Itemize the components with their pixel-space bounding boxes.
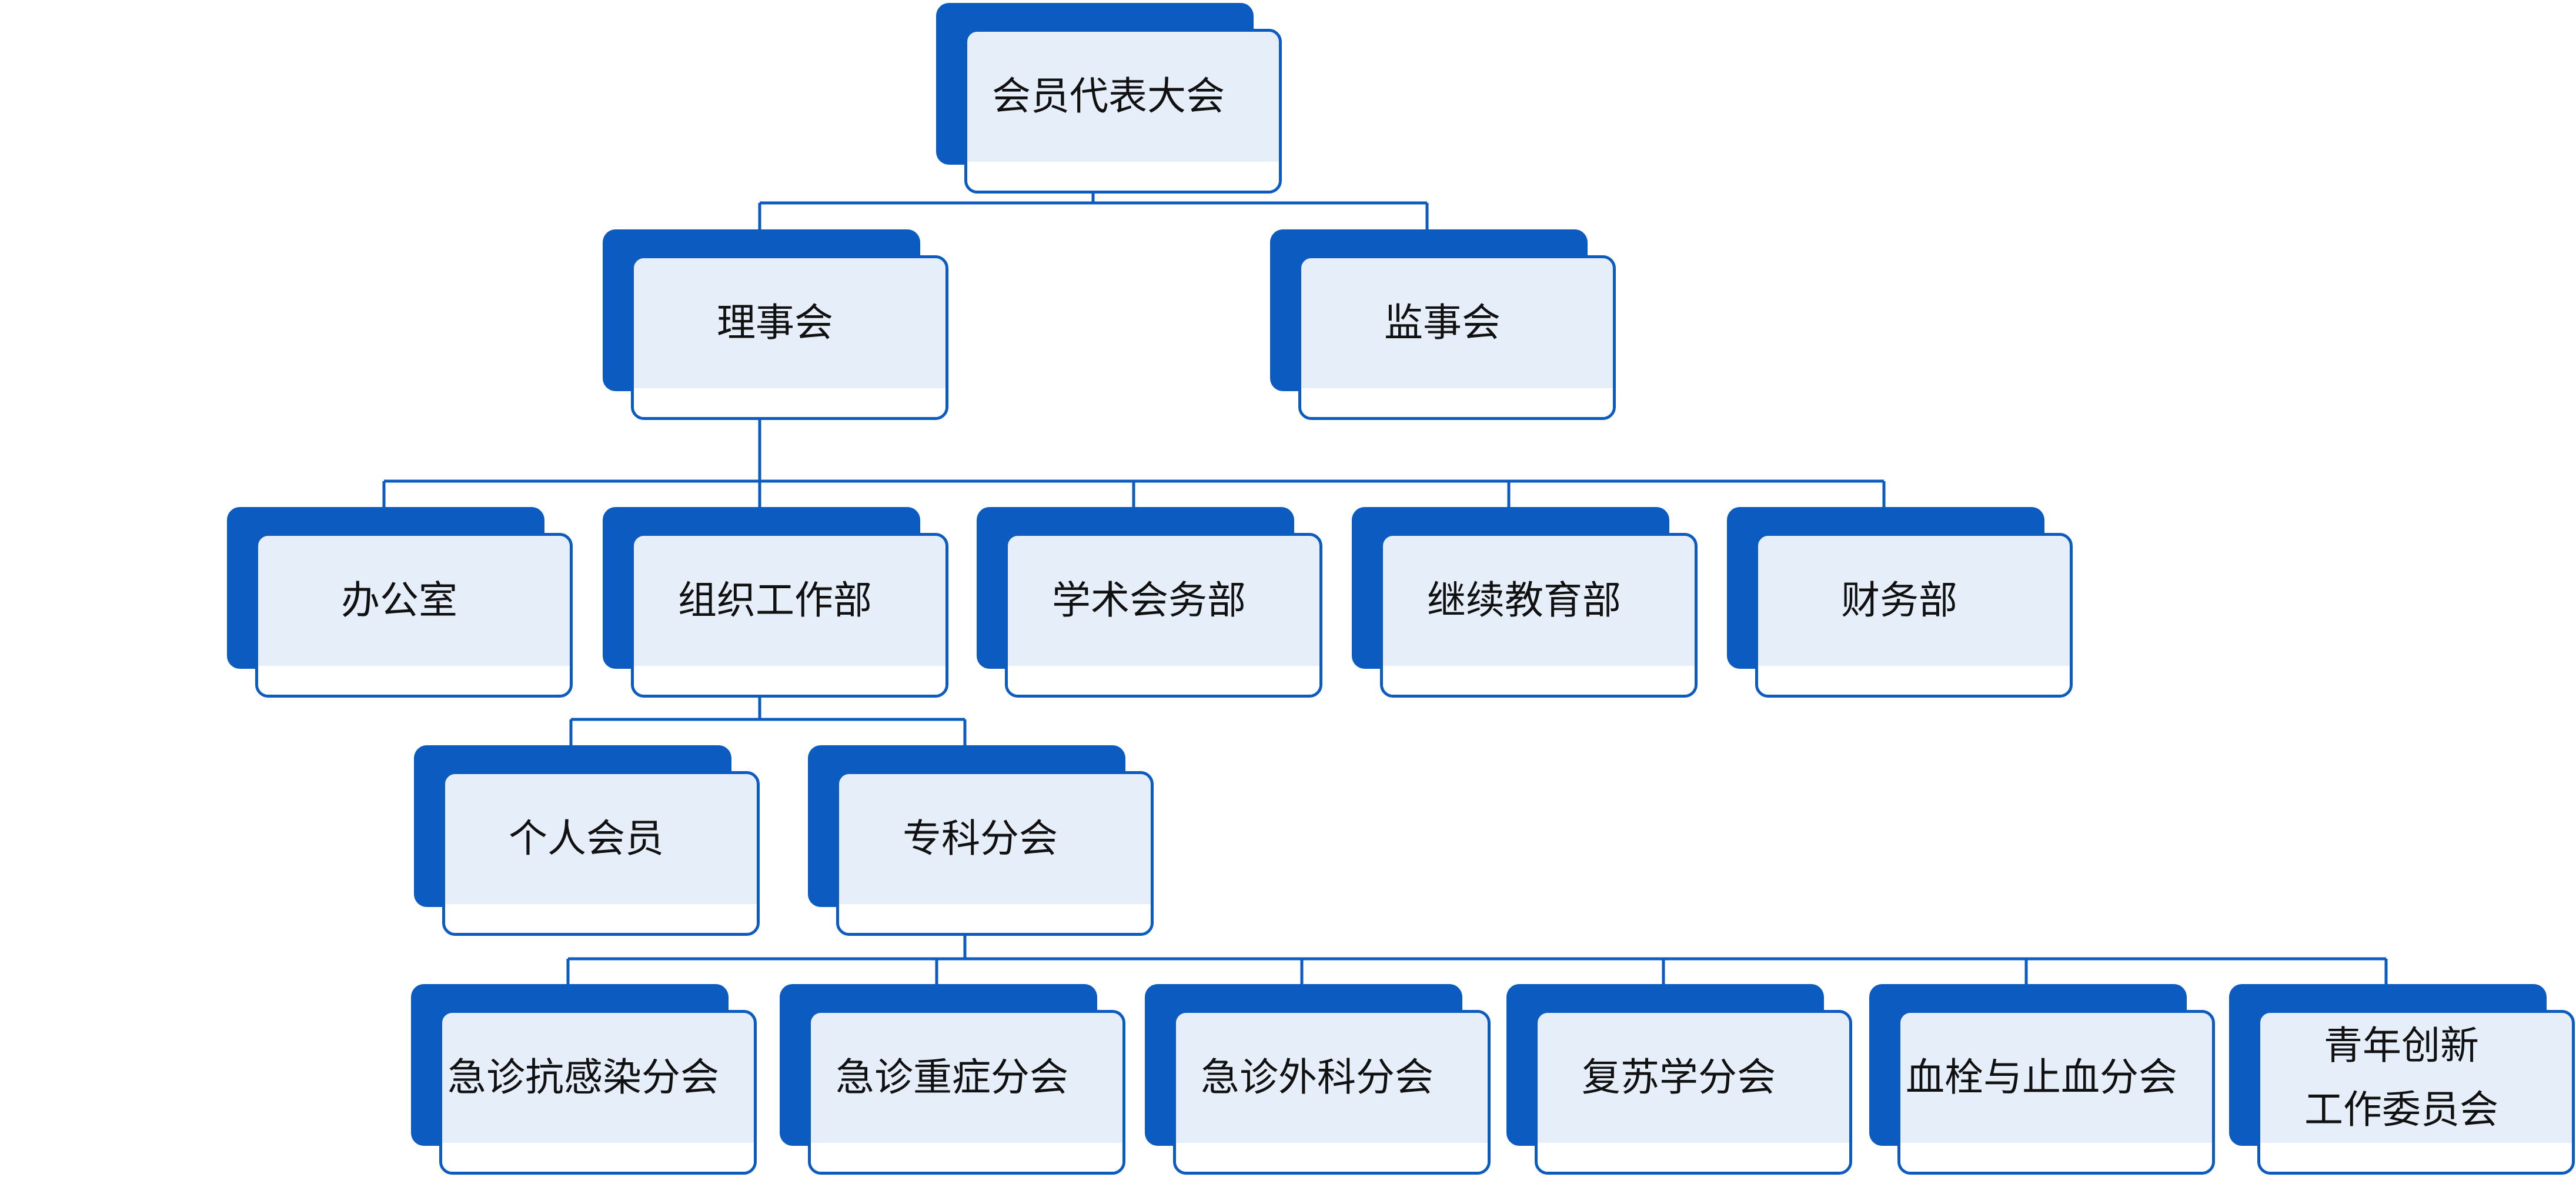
node-label: 青年创新 工作委员会	[2304, 1022, 2498, 1132]
node-council: 理事会	[603, 229, 955, 424]
node-label: 理事会	[717, 300, 833, 346]
node-label: 急诊抗感染分会	[447, 1055, 719, 1101]
node-resuscitation: 复苏学分会	[1506, 984, 1859, 1178]
node-youth: 青年创新 工作委员会	[2229, 984, 2576, 1178]
node-education: 继续教育部	[1352, 507, 1705, 701]
node-anti-infection: 急诊抗感染分会	[411, 984, 764, 1178]
node-label: 会员代表大会	[992, 74, 1225, 119]
node-label: 办公室	[341, 578, 457, 623]
node-label: 急诊重症分会	[836, 1055, 1068, 1101]
node-office: 办公室	[227, 507, 580, 701]
node-label: 复苏学分会	[1582, 1055, 1776, 1101]
node-academic: 学术会务部	[977, 507, 1329, 701]
node-label: 学术会务部	[1052, 578, 1246, 623]
node-individual: 个人会员	[414, 745, 767, 939]
node-label: 财务部	[1841, 578, 1957, 623]
node-finance: 财务部	[1727, 507, 2080, 701]
node-label: 组织工作部	[678, 578, 872, 623]
node-label: 血栓与止血分会	[1906, 1055, 2177, 1101]
node-label: 个人会员	[509, 816, 664, 862]
node-organization: 组织工作部	[603, 507, 955, 701]
node-specialty: 专科分会	[808, 745, 1161, 939]
node-congress: 会员代表大会	[936, 3, 1289, 197]
node-label: 急诊外科分会	[1201, 1055, 1434, 1101]
node-surgery: 急诊外科分会	[1145, 984, 1498, 1178]
node-label: 监事会	[1384, 300, 1501, 346]
node-thrombosis: 血栓与止血分会	[1869, 984, 2222, 1178]
node-supervisory: 监事会	[1270, 229, 1623, 424]
node-label: 继续教育部	[1427, 578, 1621, 623]
node-label: 专科分会	[903, 816, 1058, 862]
node-critical: 急诊重症分会	[780, 984, 1132, 1178]
